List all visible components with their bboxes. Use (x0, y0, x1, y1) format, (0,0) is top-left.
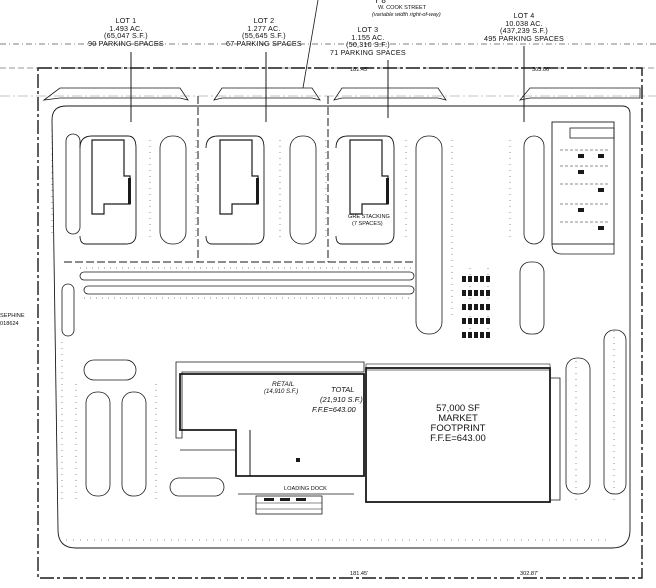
dim-bottom-right: 302.87' (520, 571, 539, 577)
lot3-callout: LOT 3 1.155 AC. (50,310 S.F.) 71 PARKING… (330, 26, 406, 56)
island (518, 87, 641, 101)
market-ffe: F.F.E=643.00 (430, 432, 486, 444)
retail-area: (14,910 S.F.) (264, 389, 299, 395)
parking-island (121, 391, 147, 497)
market-area: 57,000 SF (436, 403, 480, 414)
parking-island (603, 329, 627, 495)
parking-island (83, 359, 137, 381)
market-side (550, 377, 561, 501)
lot2-parking: 67 PARKING SPACES (226, 38, 302, 48)
leader-line (302, 0, 319, 89)
road-name: Y 8 (374, 0, 386, 5)
lot2-drive-thru (205, 135, 265, 245)
lot3-parking: 71 PARKING SPACES (330, 47, 406, 57)
parking-island (169, 477, 225, 497)
lot2-callout: LOT 2 1.277 AC. (55,645 S.F.) 67 PARKING… (226, 17, 302, 47)
island (333, 87, 447, 101)
lot4-acres: 10.038 AC. (505, 18, 543, 28)
lot2-sqft: (55,645 S.F.) (242, 31, 286, 41)
loading-dock-label: LOADING DOCK (284, 486, 327, 492)
lot1-building (91, 139, 131, 215)
dim-top-right: 303.06' (532, 67, 551, 73)
parking-island (523, 135, 545, 245)
market-building (365, 367, 551, 503)
fuel-kiosk (569, 127, 615, 139)
lot1-parking: 90 PARKING SPACES (88, 38, 164, 48)
retail-back (235, 430, 251, 477)
dim-bottom-left: 181.45' (350, 571, 369, 577)
parking-island (289, 135, 317, 245)
lot1-callout: LOT 1 1.493 AC. (65,047 S.F.) 90 PARKING… (88, 17, 164, 47)
adjacent-owner: SEPHINE (0, 313, 25, 319)
parking-island (85, 391, 111, 497)
market-footprint: FOOTPRINT (430, 422, 486, 434)
market-label: 57,000 SF MARKET FOOTPRINT F.F.E=643.00 (408, 404, 508, 444)
retail-walk (175, 361, 365, 439)
row-note: (variable width right-of-way) (372, 12, 441, 18)
lot2-building (219, 139, 259, 215)
parking-island (519, 261, 545, 335)
total-ffe: F.F.E=643.00 (312, 405, 356, 414)
lot1-drive-thru (79, 135, 137, 245)
parking-island (415, 135, 443, 335)
parking-island (83, 285, 415, 295)
lot4-callout: LOT 4 10.038 AC. (437,239 S.F.) 495 PARK… (484, 12, 564, 42)
fuel-canopy (551, 121, 615, 245)
lot4-title: LOT 4 (513, 11, 535, 20)
lot1-title: LOT 1 (115, 16, 137, 25)
fuel-curb (551, 243, 615, 255)
site-curb (51, 105, 631, 549)
parking-island (79, 271, 415, 281)
lot2-title: LOT 2 (253, 16, 275, 25)
dim-top-left: 181.45' (350, 67, 369, 73)
stacking-count: (7 SPACES) (352, 221, 383, 227)
parking-island (61, 283, 75, 337)
parking-stalls (61, 267, 615, 500)
parking-stalls (51, 130, 511, 320)
market-name: MARKET (438, 412, 478, 424)
property-boundary (37, 67, 643, 579)
lot3-building (349, 139, 389, 215)
loading-dock (255, 495, 323, 515)
island (213, 87, 321, 101)
stacking-note: GRE STACKING (348, 214, 390, 220)
parking-island (65, 133, 81, 235)
lot4-parking: 495 PARKING SPACES (484, 33, 565, 43)
lot1-acres: 1.493 AC. (109, 23, 143, 33)
street-name: W. COOK STREET (378, 5, 427, 11)
adjacent-parcel: 018624 (0, 321, 19, 327)
parking-island (159, 135, 187, 245)
lot3-acres: 1.155 AC. (351, 32, 385, 42)
total-label: TOTAL (331, 385, 355, 394)
lot3-sqft: (50,310 S.F.) (346, 40, 390, 50)
lot2-acres: 1.277 AC. (247, 23, 281, 33)
market-entrance (365, 363, 551, 371)
lot4-sqft: (437,239 S.F.) (500, 26, 548, 36)
lot3-title: LOT 3 (357, 25, 379, 34)
lot3-drive-thru (335, 135, 395, 245)
lot1-sqft: (65,047 S.F.) (104, 31, 148, 41)
total-area: (21,910 S.F.) (320, 395, 363, 404)
parking-island (565, 357, 591, 495)
retail-label: RETAIL (272, 381, 295, 388)
island (42, 87, 189, 101)
